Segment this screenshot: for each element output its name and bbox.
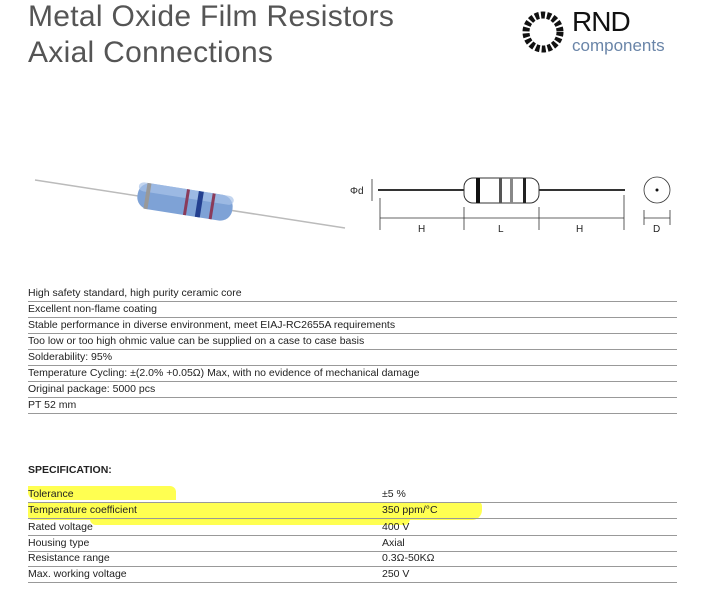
specification-title: SPECIFICATION: [28, 464, 112, 476]
feature-row: Original package: 5000 pcs [28, 382, 677, 398]
spec-label: Housing type [28, 537, 90, 549]
feature-text: Original package: 5000 pcs [28, 383, 156, 395]
logo-subtitle: components [572, 36, 665, 55]
feature-row: Solderability: 95% [28, 350, 677, 366]
body-length-label: L [498, 224, 504, 235]
rnd-logo-icon [522, 11, 564, 53]
spec-label: Resistance range [28, 552, 110, 564]
spec-row: Tolerance ±5 % [28, 487, 677, 503]
highlight-mark [28, 486, 176, 500]
spec-row: Max. working voltage 250 V [28, 567, 677, 583]
title-line-1: Metal Oxide Film Resistors [28, 0, 395, 33]
spec-value: 250 V [382, 568, 410, 580]
spec-row: Resistance range 0.3Ω-50KΩ [28, 551, 677, 567]
spec-value: 350 ppm/°C [382, 504, 438, 516]
spec-label: Rated voltage [28, 521, 93, 533]
spec-row: Rated voltage 400 V [28, 520, 677, 536]
spec-value: ±5 % [382, 488, 406, 500]
diameter-label: Φd [350, 186, 364, 197]
lead-length-label-right: H [576, 224, 583, 235]
feature-row: High safety standard, high purity cerami… [28, 286, 677, 302]
feature-row: Too low or too high ohmic value can be s… [28, 334, 677, 350]
highlight-mark [28, 502, 482, 520]
resistor-photo [34, 179, 346, 229]
body-diameter-label: D [653, 224, 660, 235]
dimension-diagram: Φd H L H D [350, 176, 671, 235]
spec-label: Max. working voltage [28, 568, 127, 580]
feature-text: Too low or too high ohmic value can be s… [28, 335, 365, 347]
feature-text: High safety standard, high purity cerami… [28, 287, 242, 299]
feature-row: Excellent non-flame coating [28, 302, 677, 318]
logo-brand: RND [572, 6, 631, 37]
spec-label: Tolerance [28, 488, 74, 500]
spec-row: Housing type Axial [28, 536, 677, 552]
highlight-mark [90, 519, 410, 525]
feature-row: Stable performance in diverse environmen… [28, 318, 677, 334]
feature-text: Temperature Cycling: ±(2.0% +0.05Ω) Max,… [28, 367, 420, 379]
feature-text: PT 52 mm [28, 399, 77, 411]
feature-text: Solderability: 95% [28, 351, 113, 363]
spec-value: 400 V [382, 521, 410, 533]
spec-value: Axial [382, 537, 405, 549]
lead-length-label-left: H [418, 224, 425, 235]
spec-label: Temperature coefficient [28, 504, 137, 516]
spec-value: 0.3Ω-50KΩ [382, 552, 435, 564]
title-line-2: Axial Connections [28, 36, 274, 69]
spec-row: Temperature coefficient 350 ppm/°C [28, 503, 677, 519]
feature-row: PT 52 mm [28, 398, 677, 414]
feature-text: Excellent non-flame coating [28, 303, 157, 315]
feature-text: Stable performance in diverse environmen… [28, 319, 396, 331]
feature-row: Temperature Cycling: ±(2.0% +0.05Ω) Max,… [28, 366, 677, 382]
